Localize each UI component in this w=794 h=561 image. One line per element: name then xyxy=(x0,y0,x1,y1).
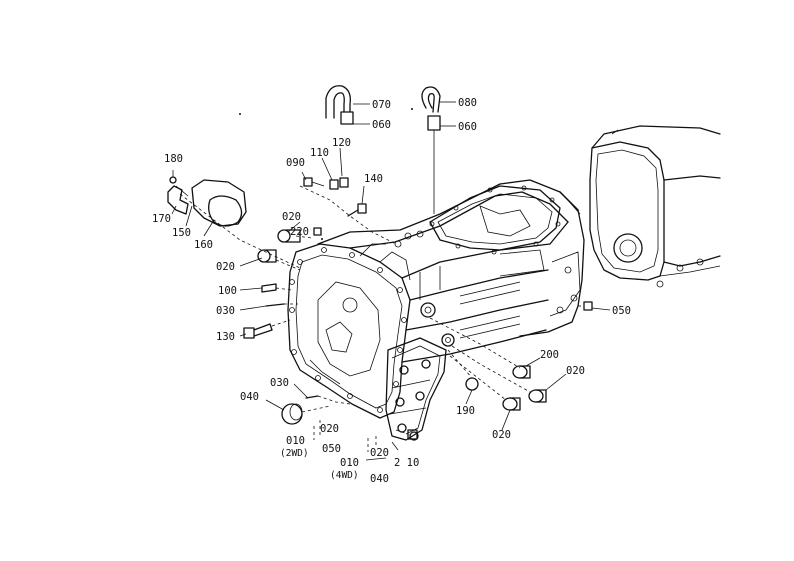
bush-190 xyxy=(465,377,479,391)
label-170: 170 xyxy=(152,213,171,225)
label-210: 2 10 xyxy=(394,457,419,469)
label-020-bottom-center: 020 xyxy=(370,447,389,459)
bush-020b xyxy=(257,249,277,263)
side-cover-assembly xyxy=(167,176,247,227)
label-4wd: (4WD) xyxy=(330,470,359,481)
bolt-210 xyxy=(407,429,418,440)
label-130: 130 xyxy=(216,331,235,343)
transmission-case xyxy=(287,179,585,441)
label-180: 180 xyxy=(164,153,183,165)
label-020-bottom-right: 020 xyxy=(492,429,511,441)
label-080: 080 xyxy=(458,97,477,109)
label-100: 100 xyxy=(218,285,237,297)
label-160: 160 xyxy=(194,239,213,251)
bush-020e xyxy=(502,397,521,411)
label-140: 140 xyxy=(364,173,383,185)
label-030-left: 030 xyxy=(216,305,235,317)
bolt-050a xyxy=(583,301,593,311)
label-020-left: 020 xyxy=(216,261,235,273)
lift-hook-080 xyxy=(421,86,441,214)
pin-030a xyxy=(265,303,285,307)
bush-020c xyxy=(528,389,547,403)
label-090: 090 xyxy=(286,157,305,169)
label-200: 200 xyxy=(540,349,559,361)
screw-220 xyxy=(313,227,322,236)
label-050-right: 050 xyxy=(612,305,631,317)
label-010-2wd: 010 xyxy=(286,435,305,447)
bush-020a xyxy=(277,229,301,243)
label-070: 070 xyxy=(372,99,391,111)
label-040-bottom: 040 xyxy=(370,473,389,485)
label-020-top: 020 xyxy=(282,211,301,223)
label-220: 220 xyxy=(290,226,309,238)
bolt-100 xyxy=(261,283,277,293)
bolt-090 xyxy=(303,177,325,187)
bush-200 xyxy=(512,365,531,379)
label-020-bottom-left: 020 xyxy=(320,423,339,435)
lift-hook-070 xyxy=(325,85,354,125)
label-2wd: (2WD) xyxy=(280,448,309,459)
label-050-bottom: 050 xyxy=(322,443,341,455)
leader-lines xyxy=(171,101,611,461)
bolt-110 xyxy=(329,177,349,190)
label-040-left: 040 xyxy=(240,391,259,403)
label-020-right: 020 xyxy=(566,365,585,377)
label-150: 150 xyxy=(172,227,191,239)
bolt-130 xyxy=(243,323,273,339)
rear-housing xyxy=(589,125,721,288)
label-120: 120 xyxy=(332,137,351,149)
label-190: 190 xyxy=(456,405,475,417)
plug-040a xyxy=(281,403,303,425)
label-060-left: 060 xyxy=(372,119,391,131)
label-030-bottom: 030 xyxy=(270,377,289,389)
bolt-140 xyxy=(347,203,367,217)
label-060-right: 060 xyxy=(458,121,477,133)
label-010-4wd: 010 xyxy=(340,457,359,469)
label-110: 110 xyxy=(310,147,329,159)
